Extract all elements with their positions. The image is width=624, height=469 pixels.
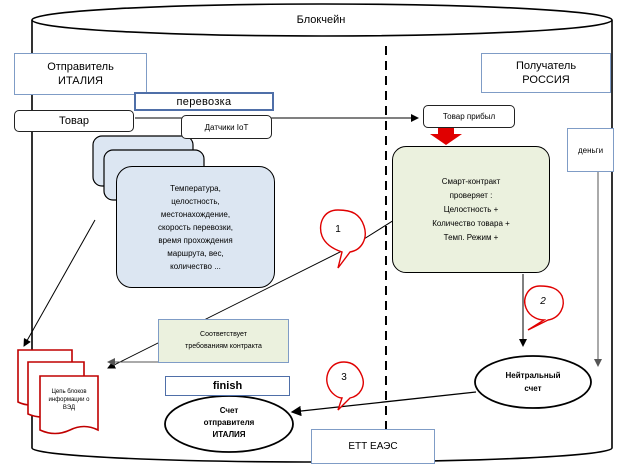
sender-account-line3: ИТАЛИЯ	[212, 430, 246, 439]
blockchain-label: Блокчейн	[296, 14, 346, 26]
sender-account-label: Счет отправителя ИТАЛИЯ	[185, 405, 273, 441]
sensor-data-line-6: маршрута, вес,	[167, 248, 224, 258]
contract-match-line2: требованиям контракта	[185, 343, 262, 350]
sender-account-line1: Счет	[219, 406, 239, 415]
blocks-label: Цепь блоков информации о ВЭД	[42, 388, 96, 412]
callout-1-shape	[319, 209, 366, 269]
step-1-label: 1	[335, 224, 341, 235]
ett-box: ЕТТ ЕАЭС	[311, 429, 435, 464]
money-box: деньги	[567, 128, 614, 172]
transport-box: перевозка	[134, 92, 274, 111]
sender-line2: ИТАЛИЯ	[58, 75, 103, 87]
contract-match-line1: Соответствует	[200, 331, 247, 338]
iot-sensors-box: Датчики IoT	[181, 115, 272, 139]
smart-contract-card: Смарт-контракт проверяет : Целостность +…	[392, 146, 550, 273]
receiver-line2: РОССИЯ	[522, 74, 570, 86]
red-arrow-down	[430, 128, 462, 145]
sender-line1: Отправитель	[47, 61, 114, 73]
smart-contract-line-3: Целостность +	[443, 204, 499, 214]
neutral-account-line1: Нейтральный	[505, 371, 561, 380]
neutral-account-line2: счет	[524, 384, 542, 393]
sensor-data-line-7: количество ...	[170, 261, 221, 271]
doc-front	[39, 375, 99, 435]
sender-account-shape	[164, 395, 294, 453]
neutral-account-shape	[474, 355, 592, 409]
blocks-line3: ВЭД	[62, 405, 76, 411]
sender-box: Отправитель ИТАЛИЯ	[14, 53, 147, 95]
arrow-sensors-to-blocks	[23, 219, 96, 347]
receiver-line1: Получатель	[515, 60, 577, 72]
sensor-data-line-5: время прохождения	[158, 235, 233, 245]
neutral-account-label: Нейтральный счет	[483, 369, 583, 395]
callout-3-shape	[326, 361, 364, 411]
smart-contract-line-5: Темп. Режим +	[443, 232, 499, 242]
arrow-neutral-to-sender-account	[290, 391, 477, 417]
sender-account-line2: отправителя	[203, 418, 255, 427]
blocks-line1: Цепь блоков	[51, 389, 87, 395]
goods-box: Товар	[14, 110, 134, 132]
sensor-data-line-2: целостность,	[171, 196, 220, 206]
step-3-label: 3	[341, 372, 347, 383]
receiver-box: Получатель РОССИЯ	[481, 53, 611, 93]
smart-contract-line-4: Количество товара +	[432, 218, 510, 228]
finish-box: finish	[165, 376, 290, 396]
sensor-data-line-4: скорость перевозки,	[157, 222, 234, 232]
callout-2-shape	[524, 285, 564, 331]
blockchain-cylinder-top	[31, 3, 613, 37]
smart-contract-line-1: Смарт-контракт	[441, 176, 501, 186]
step-2-label: 2	[540, 296, 546, 307]
blocks-line2: информации о	[48, 397, 90, 403]
sensor-data-card: Температура, целостность, местонахождени…	[116, 166, 275, 288]
goods-arrived-box: Товар прибыл	[423, 105, 515, 128]
sensor-data-line-1: Температура,	[170, 183, 221, 193]
smart-contract-line-2: проверяет :	[449, 190, 493, 200]
contract-match-box: Соответствует требованиям контракта	[158, 319, 289, 363]
sensor-data-line-3: местонахождение,	[160, 209, 231, 219]
